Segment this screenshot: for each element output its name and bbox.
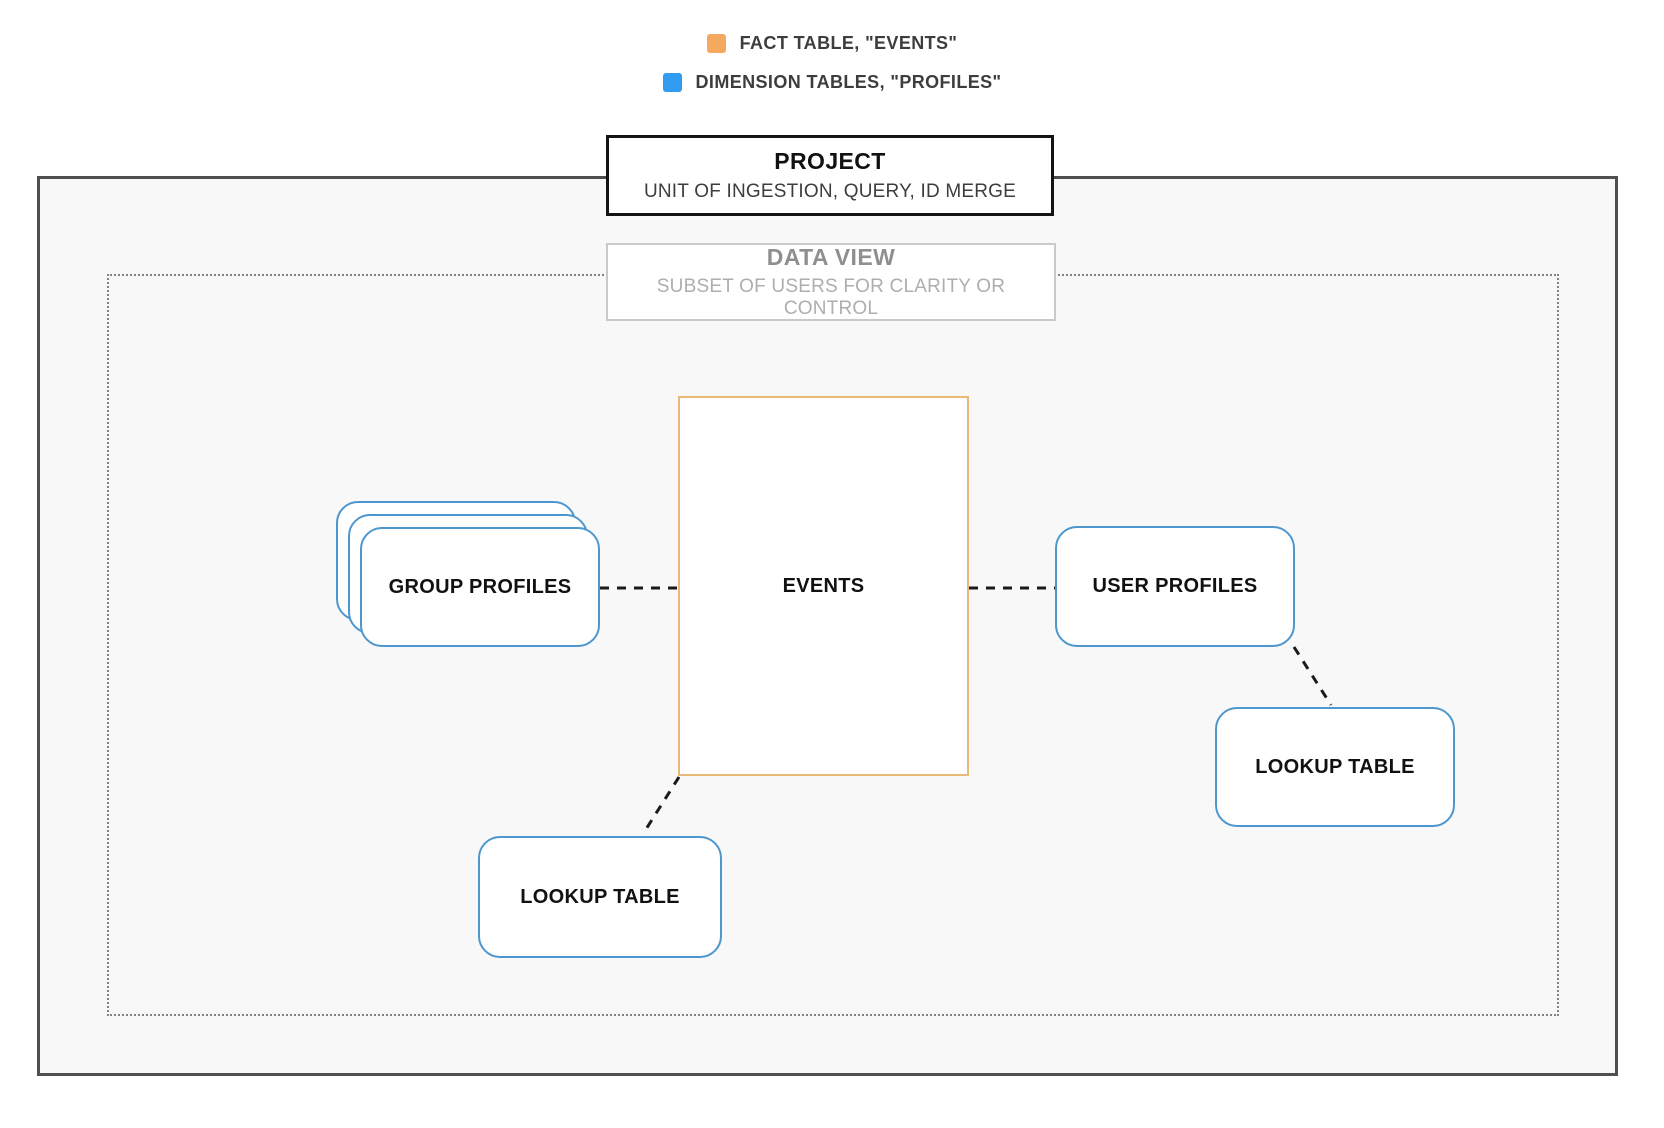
node-lookup-table-right: LOOKUP TABLE bbox=[1215, 707, 1455, 827]
lookup-table-bottom-label: LOOKUP TABLE bbox=[520, 885, 680, 908]
legend-label-fact-table: FACT TABLE, "EVENTS" bbox=[739, 32, 958, 53]
legend-item-fact-table: FACT TABLE, "EVENTS" bbox=[0, 30, 1664, 56]
node-events: EVENTS bbox=[678, 396, 969, 776]
lookup-table-right-label: LOOKUP TABLE bbox=[1255, 755, 1415, 778]
legend: FACT TABLE, "EVENTS" DIMENSION TABLES, "… bbox=[0, 30, 1664, 108]
node-lookup-table-bottom: LOOKUP TABLE bbox=[478, 836, 722, 958]
dimension-tables-swatch-icon bbox=[662, 72, 682, 92]
project-subtitle: UNIT OF INGESTION, QUERY, ID MERGE bbox=[643, 181, 1017, 202]
events-label: EVENTS bbox=[782, 574, 865, 597]
legend-label-dimension-tables: DIMENSION TABLES, "PROFILES" bbox=[695, 71, 1002, 92]
group-profiles-label: GROUP PROFILES bbox=[388, 575, 572, 598]
dataview-header-box: DATA VIEW SUBSET OF USERS FOR CLARITY OR… bbox=[606, 243, 1056, 321]
node-user-profiles: USER PROFILES bbox=[1055, 526, 1295, 647]
fact-table-swatch-icon bbox=[706, 33, 726, 53]
project-title: PROJECT bbox=[774, 148, 886, 174]
dataview-title: DATA VIEW bbox=[766, 244, 896, 270]
legend-item-dimension-tables: DIMENSION TABLES, "PROFILES" bbox=[0, 69, 1664, 95]
user-profiles-label: USER PROFILES bbox=[1092, 575, 1258, 597]
project-header-box: PROJECT UNIT OF INGESTION, QUERY, ID MER… bbox=[606, 135, 1054, 216]
node-group-profiles: GROUP PROFILES bbox=[360, 527, 600, 647]
dataview-subtitle: SUBSET OF USERS FOR CLARITY OR CONTROL bbox=[656, 276, 1006, 319]
